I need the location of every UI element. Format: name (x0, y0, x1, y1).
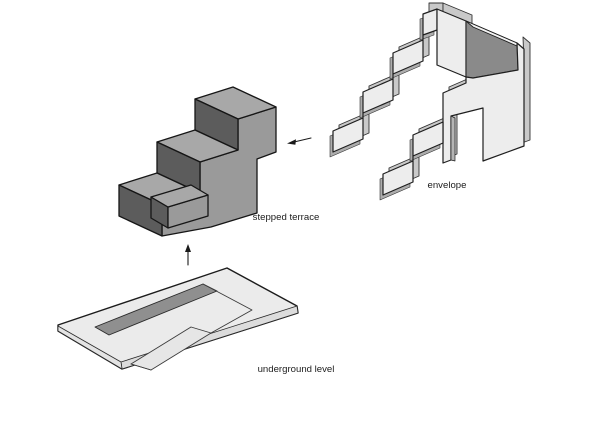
arrowhead-left (287, 139, 296, 145)
ramp-toe-line (130, 363, 152, 371)
underground-level-shape (57, 267, 299, 371)
slab-edge-left (57, 325, 123, 370)
arrow-underground-to-terrace (185, 244, 191, 266)
arrow-envelope-to-terrace (287, 137, 312, 145)
envelope-shape (329, 2, 531, 201)
terrace-ledge-top (150, 184, 209, 208)
arrowhead-up (185, 244, 191, 252)
stepped-terrace-shape (118, 86, 277, 237)
envelope-left-wall (436, 8, 467, 78)
label-envelope: envelope (428, 180, 467, 191)
label-stepped-terrace: stepped terrace (253, 212, 320, 223)
envelope-door-jamb (450, 115, 456, 162)
envelope-interior-face (465, 20, 519, 79)
court-rim-line (202, 283, 253, 334)
terrace-base-front (118, 184, 163, 237)
envelope-front-band (382, 121, 444, 196)
label-underground-level: underground level (258, 364, 335, 375)
envelope-right-wall (442, 42, 525, 164)
